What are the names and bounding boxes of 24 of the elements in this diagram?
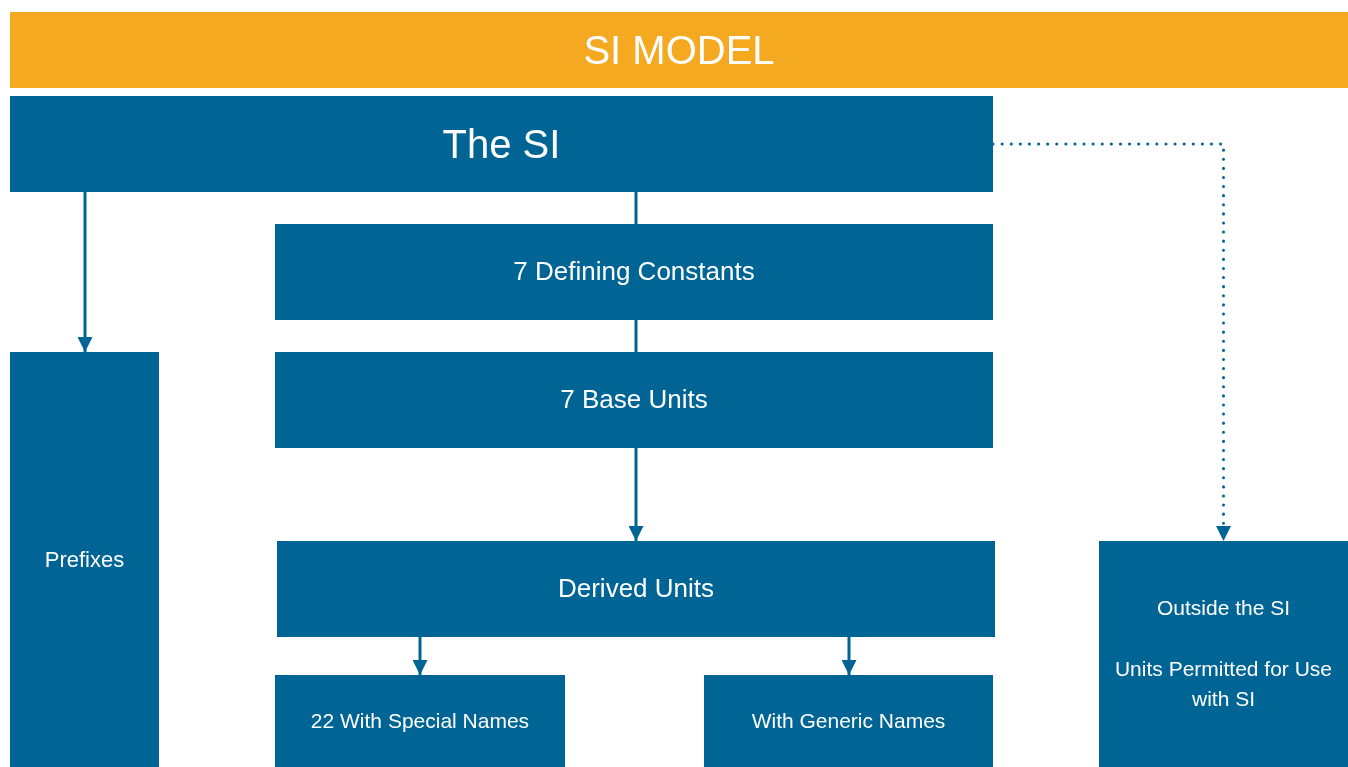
title-banner: SI MODEL [10, 12, 1348, 88]
unit-box [1099, 541, 1348, 767]
box-label: 7 Defining Constants [513, 255, 755, 289]
box-label: Derived Units [557, 572, 715, 606]
unit-box [275, 224, 993, 320]
box-label: With Generic Names [751, 707, 946, 734]
box-note: Units Permitted for Use with SI [1113, 655, 1334, 713]
unit-box [704, 675, 993, 767]
unit-box [275, 352, 993, 448]
arrow [841, 637, 857, 675]
arrow [77, 192, 93, 352]
box-label: Outside the SI [1156, 595, 1291, 622]
unit-box [275, 675, 565, 767]
unit-box [10, 352, 159, 767]
unit-box [10, 96, 993, 192]
connector-line [634, 192, 638, 224]
arrow [412, 637, 428, 675]
connector-line [634, 320, 638, 352]
box-label: The SI [442, 121, 561, 168]
box-label: Prefixes [44, 545, 125, 574]
box-label: 7 Base Units [560, 383, 708, 417]
arrow [628, 448, 644, 541]
box-label: 22 With Special Names [310, 707, 530, 734]
unit-box [277, 541, 995, 637]
